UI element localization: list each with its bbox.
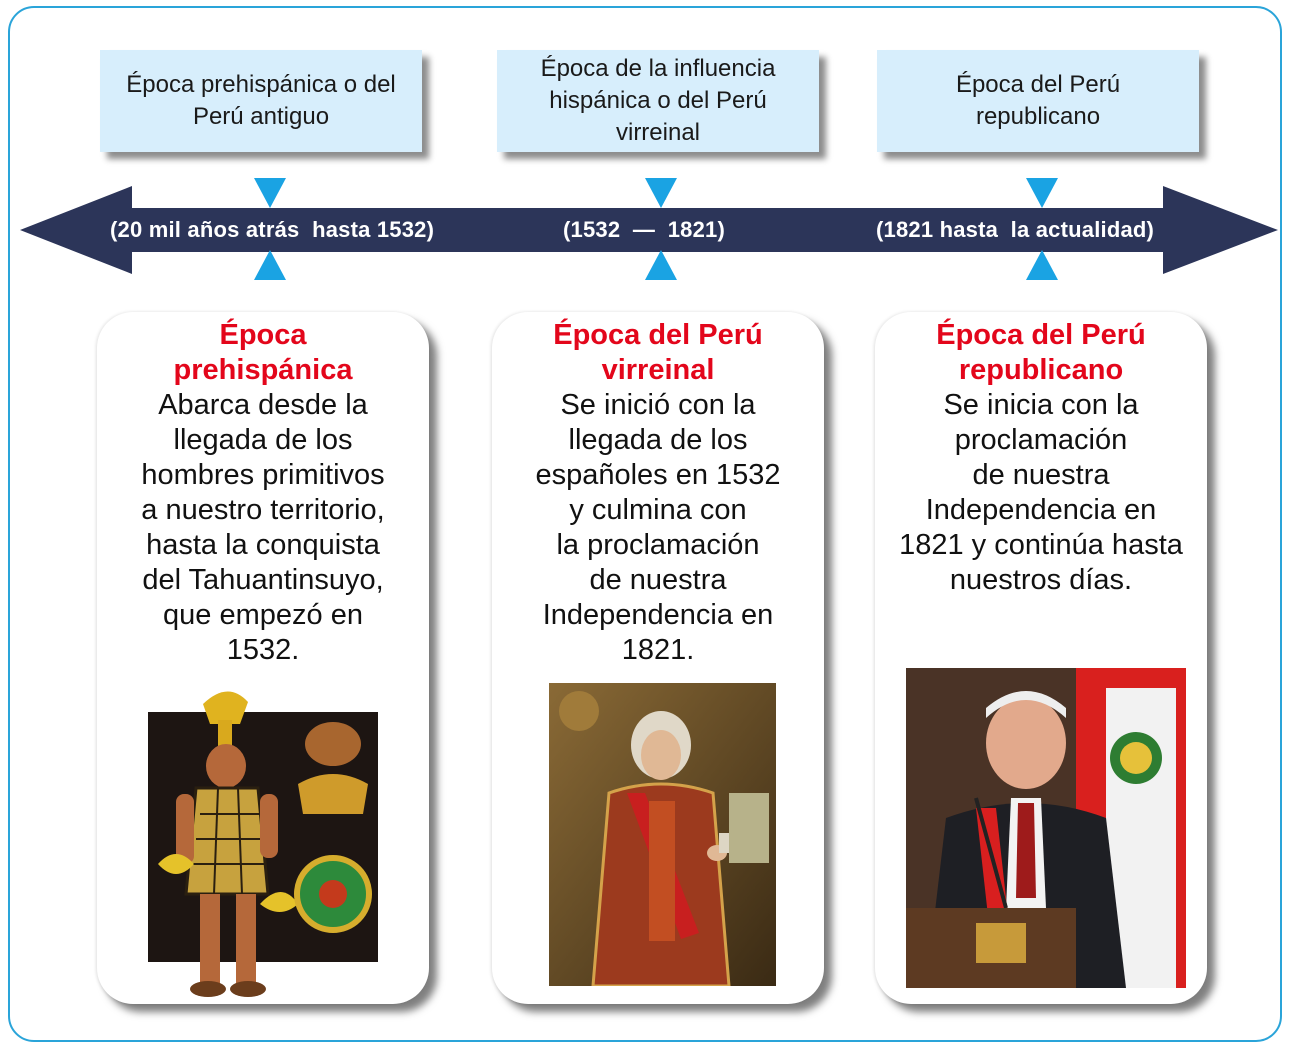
card-title: Época del Perú republicano [889, 318, 1193, 388]
president-photo [906, 668, 1186, 988]
card-text-line: a nuestro territorio, [141, 494, 385, 526]
card-text-line: y culmina con [569, 494, 747, 526]
up-marker-3 [1026, 250, 1058, 280]
card-title-line: Época del Perú [553, 319, 763, 351]
card-text-line: 1532. [226, 634, 300, 666]
card-text-line: de nuestra [972, 459, 1110, 491]
card-title-line: Época [219, 319, 307, 351]
card-text-line: españoles en 1532 [535, 459, 781, 491]
viceroy-portrait [549, 683, 776, 986]
page-frame [8, 6, 1282, 1042]
card-text-line: que empezó en [163, 599, 363, 631]
card-text-line: llegada de los [568, 424, 748, 456]
era-header-text: Época prehispánica o del Perú antiguo [126, 71, 396, 130]
inca-warrior-illustration [148, 691, 378, 997]
up-marker-1 [254, 250, 286, 280]
down-marker-2 [645, 178, 677, 208]
era-header-text: Época del Perú republicano [955, 71, 1121, 130]
card-text-line: Se inicia con la [943, 389, 1139, 421]
down-marker-3 [1026, 178, 1058, 208]
card-title-line: Época del Perú [936, 319, 1146, 351]
era-header-viceregal: Época de la influencia hispánica o del P… [497, 50, 819, 152]
card-description: Se inicia con la proclamación de nuestra… [889, 388, 1193, 598]
card-text-line: llegada de los [173, 424, 353, 456]
range-label-republican: (1821 hasta la actualidad) [876, 217, 1155, 242]
range-label-viceregal: (1532 — 1821) [563, 217, 725, 242]
card-text-line: nuestros días. [949, 564, 1133, 596]
card-text-line: 1821 y continúa hasta [899, 529, 1183, 561]
card-text-line: Independencia en [542, 599, 774, 631]
card-text-line: 1821. [621, 634, 695, 666]
range-label-prehispanic: (20 mil años atrás hasta 1532) [110, 217, 435, 242]
card-title-line: virreinal [601, 354, 715, 386]
up-marker-2 [645, 250, 677, 280]
card-text-line: la proclamación [556, 529, 760, 561]
card-text-line: proclamación [954, 424, 1128, 456]
card-description: Abarca desde la llegada de los hombres p… [111, 388, 415, 668]
card-title: Época del Perú virreinal [506, 318, 810, 388]
card-description: Se inició con la llegada de los españole… [506, 388, 810, 668]
card-title: Época prehispánica [111, 318, 415, 388]
down-marker-1 [254, 178, 286, 208]
era-header-republican: Época del Perú republicano [877, 50, 1199, 152]
era-header-text: Época de la influencia hispánica o del P… [540, 55, 776, 146]
card-text-line: Independencia en [925, 494, 1157, 526]
card-title-line: prehispánica [173, 354, 353, 386]
timeline-arrow [20, 186, 1278, 274]
era-header-prehispanic: Época prehispánica o del Perú antiguo [100, 50, 422, 152]
card-text-line: Se inició con la [560, 389, 756, 421]
card-text-line: hombres primitivos [141, 459, 385, 491]
card-text-line: del Tahuantinsuyo, [142, 564, 384, 596]
card-text-line: de nuestra [589, 564, 727, 596]
card-title-line: republicano [958, 354, 1124, 386]
card-text-line: Abarca desde la [158, 389, 368, 421]
card-text-line: hasta la conquista [146, 529, 380, 561]
